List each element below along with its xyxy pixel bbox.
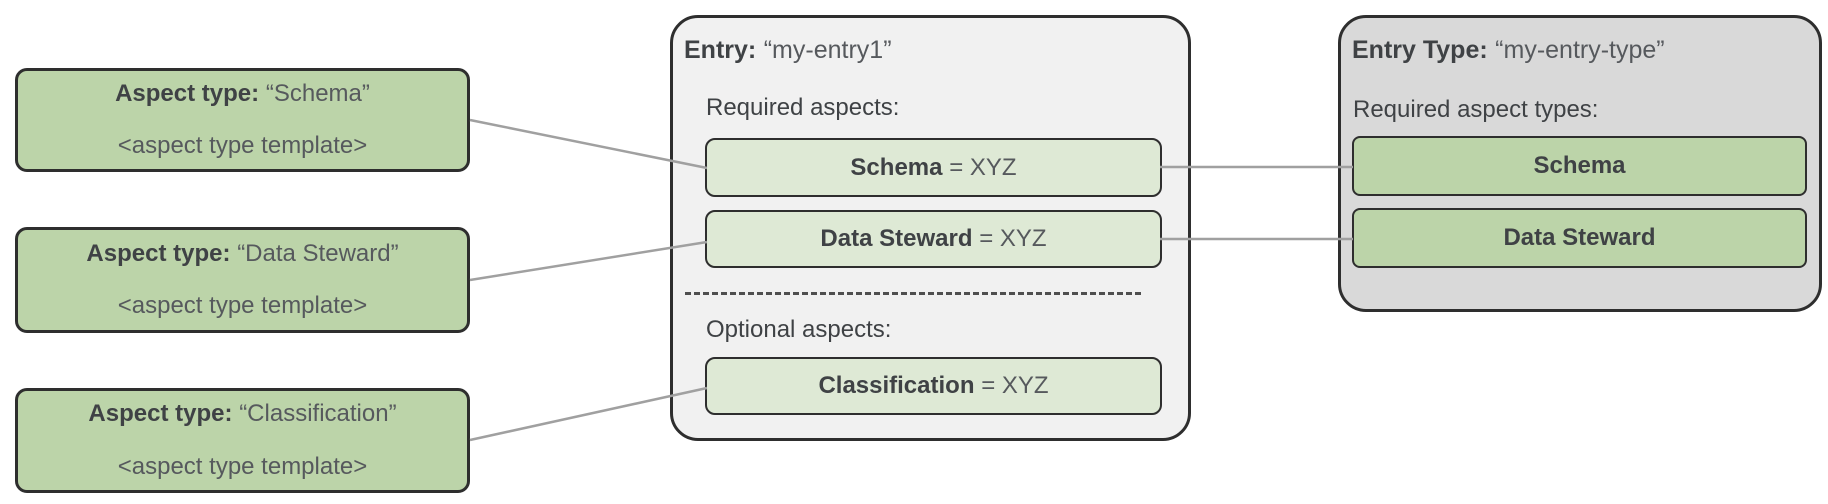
- aspect-type-template-text: <aspect type template>: [117, 132, 368, 159]
- aspect-type-template-text: <aspect type template>: [117, 452, 368, 480]
- required-optional-divider: [685, 292, 1141, 295]
- optional-aspects-heading: Optional aspects:: [706, 316, 892, 343]
- entry-title: Entry:“my-entry1”: [684, 36, 892, 64]
- aspect-chip-name: Classification: [818, 372, 975, 399]
- aspect-type-name: “Classification”: [239, 400, 397, 428]
- aspect-type-name: “Schema”: [265, 79, 370, 107]
- aspect-type-card-title: Aspect type:“Schema”: [115, 79, 370, 107]
- aspect-type-label: Aspect type:: [86, 239, 231, 267]
- aspect-type-name: “Data Steward”: [237, 239, 399, 267]
- aspect-chip-name: Data Steward: [820, 225, 973, 252]
- aspect-type-card-title: Aspect type:“Classification”: [88, 400, 397, 428]
- aspect-type-chip-data-steward: Data Steward: [1352, 208, 1807, 268]
- required-aspects-heading: Required aspects:: [706, 94, 900, 121]
- required-aspect-types-heading: Required aspect types:: [1353, 96, 1599, 123]
- entry-label: Entry:: [684, 36, 757, 64]
- aspect-chip-assignment: = XYZ: [981, 372, 1049, 399]
- entry-type-name: “my-entry-type”: [1495, 36, 1665, 64]
- aspect-type-card-classification: Aspect type:“Classification” <aspect typ…: [15, 388, 470, 493]
- aspect-type-card-schema: Aspect type:“Schema” <aspect type templa…: [15, 68, 470, 172]
- aspect-type-chip-schema: Schema: [1352, 136, 1807, 196]
- aspect-chip-name: Schema: [850, 153, 943, 181]
- aspect-chip-assignment: = XYZ: [949, 153, 1017, 181]
- entry-name: “my-entry1”: [763, 36, 892, 64]
- entry-type-label: Entry Type:: [1352, 36, 1488, 64]
- aspect-type-label: Aspect type:: [88, 400, 233, 428]
- aspect-chip-assignment: = XYZ: [979, 225, 1047, 252]
- aspect-chip-classification: Classification= XYZ: [705, 357, 1162, 415]
- aspect-chip-schema: Schema= XYZ: [705, 138, 1162, 197]
- aspect-type-card-data-steward: Aspect type:“Data Steward” <aspect type …: [15, 227, 470, 333]
- entry-type-card: Entry Type:“my-entry-type” Required aspe…: [1338, 15, 1822, 312]
- aspect-type-template-text: <aspect type template>: [117, 292, 368, 319]
- aspect-type-chip-name: Schema: [1533, 152, 1626, 179]
- entry-type-title: Entry Type:“my-entry-type”: [1352, 36, 1665, 64]
- aspect-chip-data-steward: Data Steward= XYZ: [705, 210, 1162, 268]
- entry-card: Entry:“my-entry1” Required aspects: Sche…: [670, 15, 1191, 441]
- aspect-type-card-title: Aspect type:“Data Steward”: [86, 239, 399, 267]
- aspect-type-label: Aspect type:: [115, 79, 260, 107]
- aspect-type-chip-name: Data Steward: [1503, 224, 1656, 251]
